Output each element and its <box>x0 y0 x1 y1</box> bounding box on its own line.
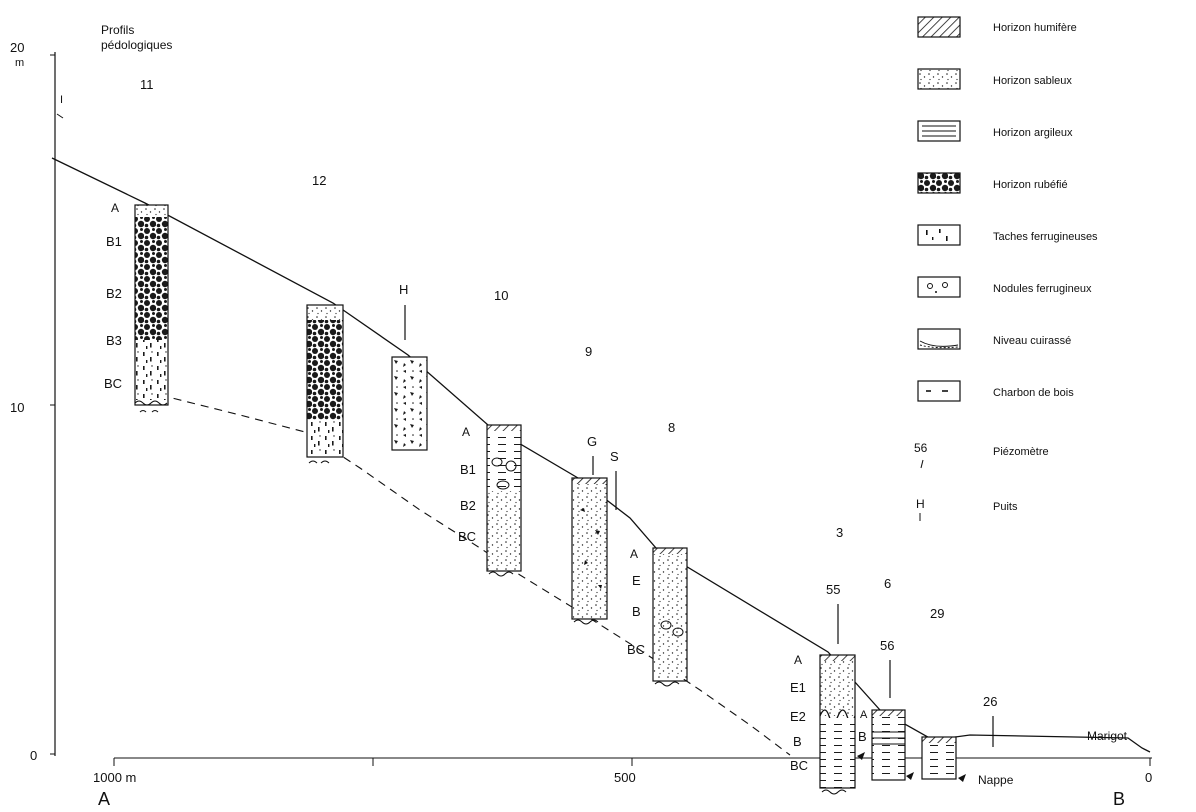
legend: Horizon humifère Horizon sableux Horizon… <box>914 16 1098 521</box>
x-axis: 1000 m 500 0 A B <box>93 757 1152 809</box>
legend-label-cuirasse: Niveau cuirassé <box>993 335 1071 347</box>
endpoint-a: A <box>98 789 110 809</box>
profile-6-horizon-a: A <box>860 709 868 721</box>
ground-surface-line <box>51 157 1151 753</box>
legend-symbol-puits: H <box>916 497 925 511</box>
profile-number-10: 10 <box>494 288 508 303</box>
profile-number-3: 3 <box>836 525 843 540</box>
legend-label-humifere: Horizon humifère <box>993 22 1077 34</box>
profile-number-11: 11 <box>140 77 154 92</box>
profile-10-horizon-b1: B1 <box>460 462 476 477</box>
y-axis: 20 m 10 0 <box>10 40 56 763</box>
profile-3-horizon-b: B <box>793 734 802 749</box>
profile-column-29 <box>921 736 966 782</box>
legend-label-argileux: Horizon argileux <box>993 127 1073 139</box>
legend-label-piezometre: Piézomètre <box>993 446 1049 458</box>
profile-number-8: 8 <box>668 420 675 435</box>
y-unit: m <box>15 57 24 69</box>
profile-number-6: 6 <box>884 576 891 591</box>
marker-i-top: I <box>60 94 63 106</box>
profile-10-horizon-b2: B2 <box>460 498 476 513</box>
legend-item-charbon: Charbon de bois <box>917 380 1074 402</box>
profile-8-horizon-bc: BC <box>627 642 645 657</box>
legend-item-taches: Taches ferrugineuses <box>917 224 1098 246</box>
profile-10-horizon-a: A <box>462 425 470 439</box>
profile-8-horizon-e: E <box>632 573 641 588</box>
profile-number-29: 29 <box>930 606 944 621</box>
profile-base-dashed-line <box>159 394 791 756</box>
legend-label-nodules: Nodules ferrugineux <box>993 283 1092 295</box>
profile-column-11 <box>134 204 169 413</box>
legend-label-taches: Taches ferrugineuses <box>993 231 1098 243</box>
profile-column-12 <box>306 304 344 464</box>
legend-item-humifere: Horizon humifère <box>917 16 1077 38</box>
label-marigot: Marigot <box>1087 729 1128 743</box>
profile-11-horizon-b1: B1 <box>106 234 122 249</box>
profile-3-horizon-a: A <box>794 653 802 667</box>
profile-3-horizon-e2: E2 <box>790 709 806 724</box>
profile-10-horizon-bc: BC <box>458 529 476 544</box>
profile-3-horizon-e1: E1 <box>790 680 806 695</box>
marker-h-well: H <box>399 282 408 297</box>
profile-column-9 <box>571 477 608 625</box>
legend-symbol-piezometre: 56 <box>914 441 928 455</box>
legend-item-piezometre: 56 Piézomètre <box>914 441 1049 469</box>
legend-label-puits: Puits <box>993 501 1018 513</box>
legend-item-sableux: Horizon sableux <box>917 68 1072 90</box>
marker-56: 56 <box>880 638 894 653</box>
legend-item-cuirasse: Niveau cuirassé <box>917 328 1071 350</box>
marker-26: 26 <box>983 694 997 709</box>
legend-label-rubefie: Horizon rubéfié <box>993 179 1068 191</box>
profile-8-horizon-b: B <box>632 604 641 619</box>
profile-column-6 <box>871 709 914 781</box>
legend-label-sableux: Horizon sableux <box>993 75 1072 87</box>
profile-11-horizon-a: A <box>111 201 119 215</box>
profile-number-9: 9 <box>585 344 592 359</box>
legend-label-charbon: Charbon de bois <box>993 387 1074 399</box>
profile-column-8 <box>652 547 688 687</box>
y-tick-0: 0 <box>30 748 37 763</box>
x-tick-1000: 1000 m <box>93 770 136 785</box>
label-nappe: Nappe <box>978 773 1014 787</box>
endpoint-b: B <box>1113 789 1125 809</box>
y-tick-20: 20 <box>10 40 24 55</box>
profile-11-horizon-bc: BC <box>104 376 122 391</box>
profile-number-12: 12 <box>312 173 326 188</box>
title-line-1: Profils <box>101 23 134 37</box>
legend-item-nodules: Nodules ferrugineux <box>917 276 1092 298</box>
profile-3-horizon-bc: BC <box>790 758 808 773</box>
legend-item-puits: H Puits <box>916 497 1018 521</box>
profile-column-3 <box>819 654 865 795</box>
profile-11-horizon-b3: B3 <box>106 333 122 348</box>
profile-11-horizon-b2: B2 <box>106 286 122 301</box>
y-tick-10: 10 <box>10 400 24 415</box>
x-tick-500: 500 <box>614 770 636 785</box>
profile-6-horizon-b: B <box>858 729 867 744</box>
x-tick-0: 0 <box>1145 770 1152 785</box>
profile-column-h <box>391 356 428 451</box>
legend-item-argileux: Horizon argileux <box>917 120 1073 142</box>
profile-8-horizon-a: A <box>630 547 638 561</box>
profile-column-10 <box>486 424 522 577</box>
title-line-2: pédologiques <box>101 38 172 52</box>
marker-g: G <box>587 434 597 449</box>
legend-item-rubefie: Horizon rubéfié <box>917 172 1068 194</box>
marker-55: 55 <box>826 582 840 597</box>
marker-s: S <box>610 449 619 464</box>
